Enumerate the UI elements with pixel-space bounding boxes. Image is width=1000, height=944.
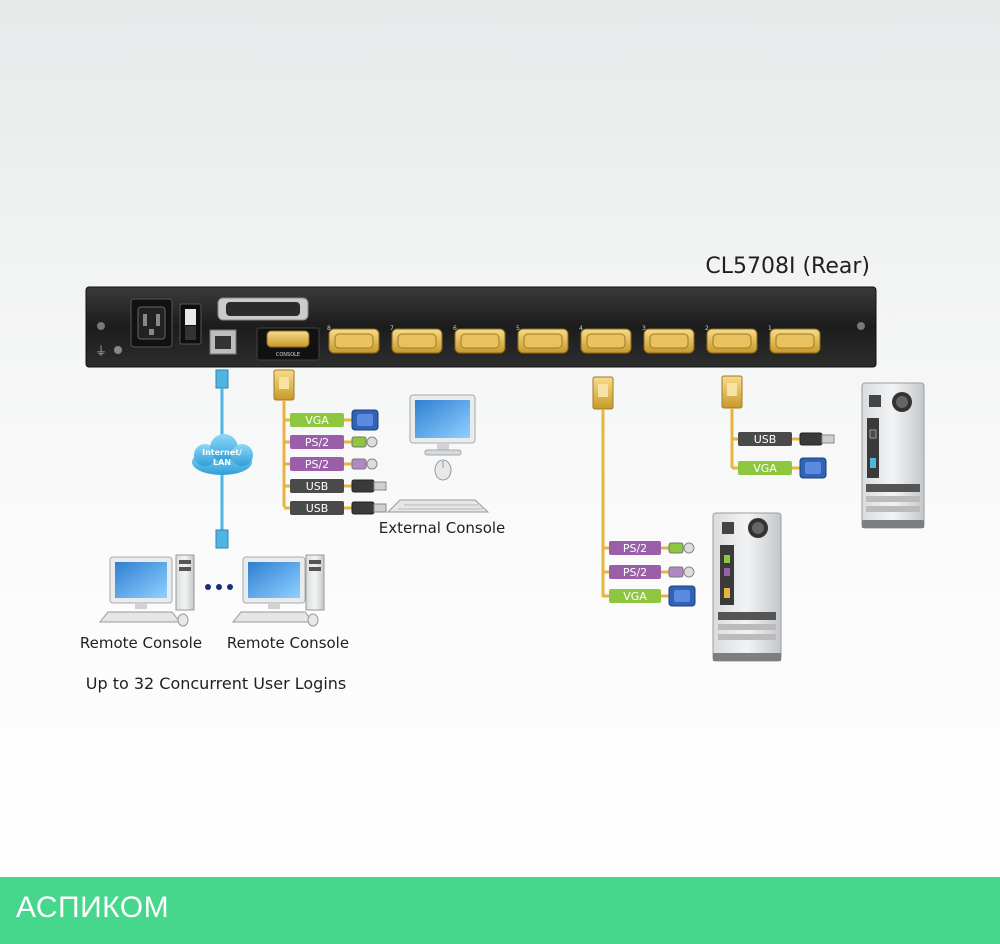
console-branch-1: VGA — [284, 409, 379, 431]
kvm-port-number: 2 — [705, 325, 709, 332]
kvm-port-5: 5 — [516, 325, 569, 354]
kvm-port-row: 8 7 6 5 4 3 2 1 — [327, 325, 821, 354]
kvm-port-number: 7 — [390, 325, 394, 332]
remote-consoles: Remote Console Remote Console Up to 32 C… — [80, 554, 349, 693]
console-monitor-icon — [409, 394, 476, 456]
kvm-connection-diagram: CL5708I (Rear) ⏚ — [80, 254, 925, 693]
lan-port — [209, 329, 237, 355]
ps2-plug-icon — [668, 542, 695, 554]
kvm-port-6: 6 — [453, 325, 506, 354]
ps2-plug-icon — [351, 458, 378, 470]
rear-panel: ⏚ CONSOLE 8 7 6 5 — [85, 286, 877, 368]
remote-console-right — [231, 554, 325, 627]
ellipsis-dots — [205, 584, 233, 590]
server-mid-label: VGA — [623, 590, 647, 603]
ground-screw — [114, 346, 122, 354]
server-tower-right — [861, 382, 925, 529]
server-tower-mid — [712, 512, 782, 662]
usb-plug-icon — [351, 479, 387, 493]
kvm-port-number: 3 — [642, 325, 646, 332]
usb-plug-icon — [351, 501, 387, 515]
console-port: CONSOLE — [256, 327, 320, 361]
server-mid-label-chip — [609, 541, 661, 555]
console-label-chip — [290, 413, 344, 427]
lan-plug-top — [215, 369, 229, 389]
remote-console-right-label: Remote Console — [227, 634, 349, 652]
console-branch-5: USB — [284, 501, 387, 515]
db25-port — [217, 297, 309, 321]
console-keyboard-icon — [386, 499, 490, 513]
server-right-label-chip — [738, 432, 792, 446]
remote-console-left — [98, 554, 195, 627]
concurrent-logins-label: Up to 32 Concurrent User Logins — [86, 674, 347, 693]
console-branch-2: PS/2 — [284, 435, 378, 449]
power-inlet — [130, 298, 173, 348]
server-right-label: USB — [754, 433, 777, 446]
console-branch-3: PS/2 — [284, 457, 378, 471]
internet-label-line2: LAN — [213, 458, 231, 467]
kvm-port-7: 7 — [390, 325, 443, 354]
kvm-port-1: 1 — [768, 325, 821, 354]
ps2-plug-icon — [351, 436, 378, 448]
server-mid-label-chip — [609, 589, 661, 603]
kvm-port-number: 4 — [579, 325, 583, 332]
kvm-port-2: 2 — [705, 325, 758, 354]
server-mid-label-chip — [609, 565, 661, 579]
mount-screw-right — [857, 322, 865, 330]
mount-screw-left — [97, 322, 105, 330]
vga-plug-icon — [351, 409, 379, 431]
external-console-label: External Console — [379, 519, 506, 537]
power-switch — [179, 303, 202, 345]
console-label: PS/2 — [305, 436, 329, 449]
external-console-devices: External Console — [379, 394, 506, 537]
server-mid-label: PS/2 — [623, 566, 647, 579]
console-label: VGA — [305, 414, 329, 427]
kvm-port-number: 1 — [768, 325, 772, 332]
server-right-label-chip — [738, 461, 792, 475]
console-mouse-icon — [434, 459, 452, 481]
usb-plug-icon — [799, 432, 835, 446]
ps2-plug-icon — [668, 566, 695, 578]
internet-label-line1: Internet/ — [202, 448, 242, 457]
kvm-port-number: 5 — [516, 325, 520, 332]
kvm-port-3: 3 — [642, 325, 695, 354]
server-mid-branch-3: VGA — [603, 585, 696, 607]
kvm-port-number: 6 — [453, 325, 457, 332]
server-right-branch-2: VGA — [732, 457, 827, 479]
kvm-port-4: 4 — [579, 325, 632, 354]
server-right-label: VGA — [753, 462, 777, 475]
footer-bar: АСПИКОМ — [0, 877, 1000, 944]
console-label: PS/2 — [305, 458, 329, 471]
lan-connection: Internet/ LAN — [192, 369, 253, 549]
console-label-chip — [290, 435, 344, 449]
console-label-chip — [290, 479, 344, 493]
console-label: USB — [306, 480, 329, 493]
kvm-port-number: 8 — [327, 325, 331, 332]
console-label-chip — [290, 457, 344, 471]
vga-plug-icon — [799, 457, 827, 479]
console-branch-4: USB — [284, 479, 387, 493]
server-mid-branch-1: PS/2 — [603, 541, 695, 555]
server-right-cable: USB VGA — [721, 375, 835, 479]
console-label: USB — [306, 502, 329, 515]
console-port-label: CONSOLE — [276, 352, 300, 358]
internet-cloud-icon — [192, 434, 253, 475]
lan-plug-bottom — [215, 529, 229, 549]
device-title: CL5708I (Rear) — [705, 254, 870, 279]
brand-name: АСПИКОМ — [16, 891, 170, 924]
server-mid-label: PS/2 — [623, 542, 647, 555]
server-mid-branch-2: PS/2 — [603, 565, 695, 579]
console-label-chip — [290, 501, 344, 515]
kvm-port-8: 8 — [327, 325, 380, 354]
server-right-branch-1: USB — [732, 432, 835, 446]
ground-icon: ⏚ — [95, 344, 107, 358]
vga-plug-icon — [668, 585, 696, 607]
remote-console-left-label: Remote Console — [80, 634, 202, 652]
